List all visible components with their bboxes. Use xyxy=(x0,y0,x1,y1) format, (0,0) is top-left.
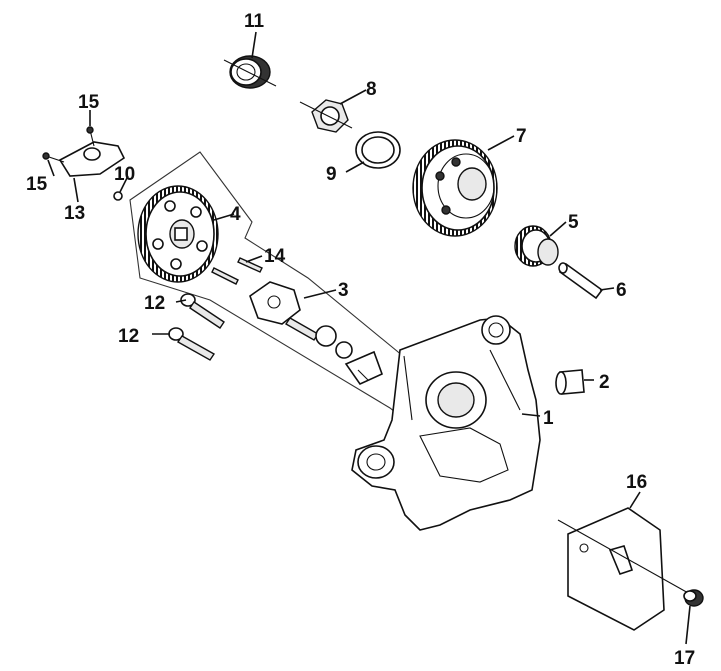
crankcase-part xyxy=(351,315,541,531)
idle-gear-part xyxy=(514,225,559,267)
callout-15-upper: 15 xyxy=(78,92,100,113)
callout-1: 1 xyxy=(543,408,554,429)
shaft-part xyxy=(558,262,604,300)
oil-seal-part xyxy=(223,55,277,89)
retaining-plate-part xyxy=(58,141,126,177)
callout-3: 3 xyxy=(338,280,349,301)
driven-gear-part xyxy=(137,185,219,283)
pin-part xyxy=(113,191,123,201)
bolt-part xyxy=(168,327,216,361)
callout-12-upper: 12 xyxy=(144,293,165,314)
callout-9: 9 xyxy=(326,164,337,185)
callout-12-lower: 12 xyxy=(118,326,139,347)
callout-14: 14 xyxy=(264,246,286,267)
bushing-part xyxy=(555,369,585,395)
leader-lines xyxy=(47,31,691,645)
screw-part xyxy=(42,152,65,163)
oil-pump-part xyxy=(249,281,384,386)
dowel-pin-part xyxy=(211,257,263,285)
callout-labels: 1 2 3 4 5 6 7 8 9 10 11 12 12 13 14 15 1… xyxy=(26,11,695,669)
callout-15-lower: 15 xyxy=(26,174,48,195)
callout-10: 10 xyxy=(114,164,135,185)
callout-4: 4 xyxy=(230,204,241,225)
callout-7: 7 xyxy=(516,126,527,147)
gasket-plate-part xyxy=(557,507,691,631)
nut-part xyxy=(299,99,353,133)
callout-6: 6 xyxy=(616,280,627,301)
screw-part xyxy=(86,126,95,147)
washer-part xyxy=(355,131,401,169)
callout-16: 16 xyxy=(626,472,647,493)
bolt-part xyxy=(180,293,225,329)
starter-clutch-part xyxy=(412,139,498,237)
callout-5: 5 xyxy=(568,212,579,233)
callout-2: 2 xyxy=(599,372,610,393)
callout-11: 11 xyxy=(244,11,265,32)
callout-8: 8 xyxy=(366,79,377,100)
callout-13: 13 xyxy=(64,203,85,224)
drain-bolt-part xyxy=(683,589,704,607)
callout-17: 17 xyxy=(674,648,695,669)
